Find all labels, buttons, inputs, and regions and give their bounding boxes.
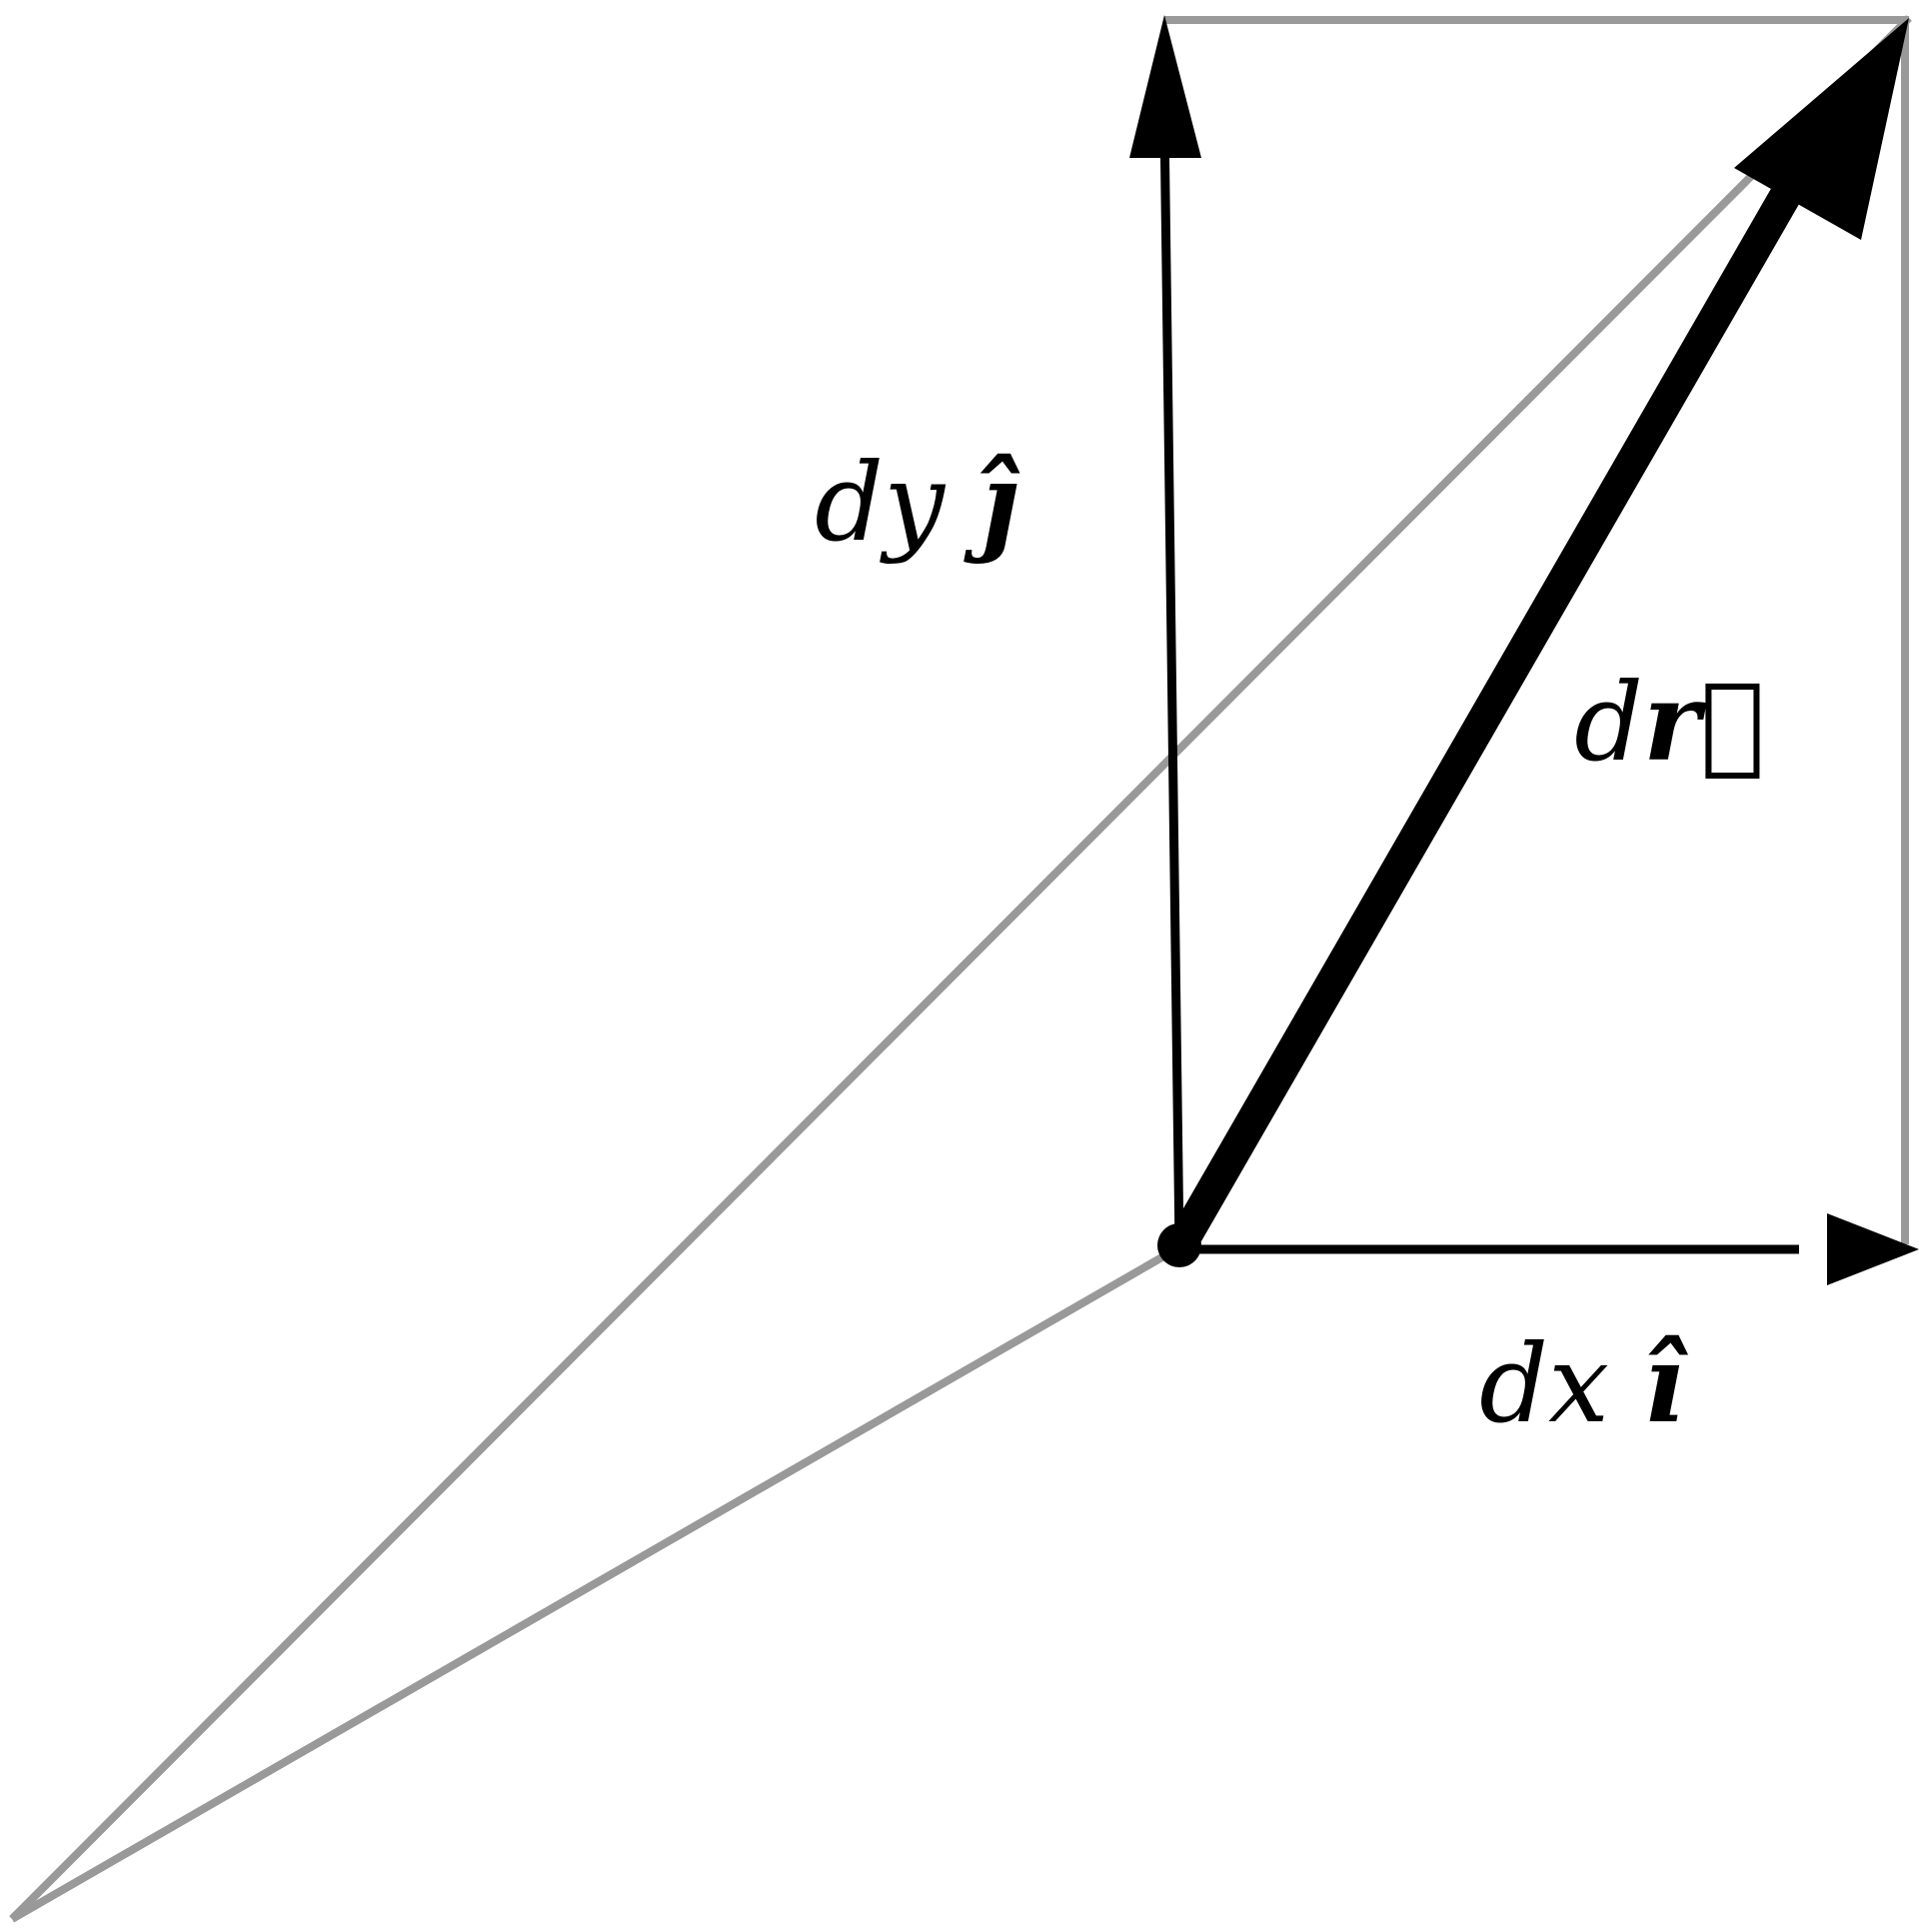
i-hat-symbol: î (1643, 1321, 1688, 1447)
dr-vector-shaft (1165, 178, 1805, 1255)
dy-j-label: dy ĵ (815, 440, 1020, 566)
dy-vector-arrowhead (1129, 15, 1201, 158)
dr-label-text: d (1574, 661, 1643, 786)
base-point (1157, 1223, 1201, 1267)
origin-to-base-line (10, 1243, 1181, 1923)
dr-vector-arrowhead (1734, 18, 1909, 240)
r-vector-symbol: r⃗ (1643, 660, 1765, 786)
dx-vector-arrowhead (1827, 1213, 1919, 1285)
dx-label-text: dx (1479, 1322, 1643, 1447)
dr-label: dr⃗ (1574, 660, 1765, 786)
dy-vector-shaft (1159, 119, 1184, 1248)
dy-label-text: dy (815, 441, 978, 566)
dx-i-label: dx î (1479, 1321, 1688, 1447)
origin-to-tip-line (9, 15, 1912, 1922)
